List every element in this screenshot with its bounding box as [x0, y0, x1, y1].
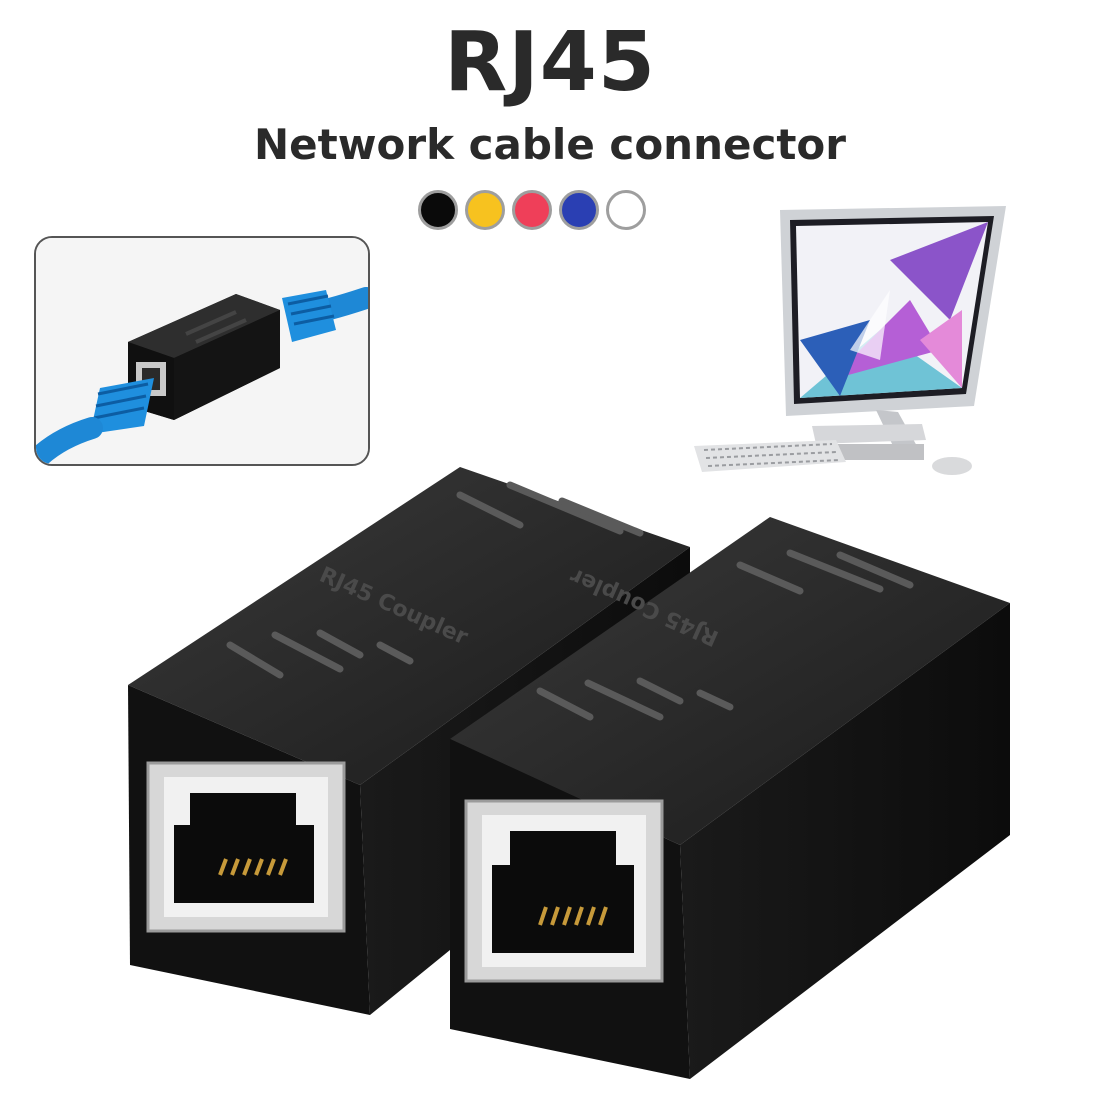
color-swatches: [418, 190, 646, 230]
swatch-yellow[interactable]: [465, 190, 505, 230]
swatch-black[interactable]: [418, 190, 458, 230]
swatch-blue[interactable]: [559, 190, 599, 230]
product-title: RJ45: [444, 15, 656, 110]
cable-coupler-inset: [34, 236, 370, 466]
desktop-computer-icon: [694, 206, 1006, 475]
product-subtitle: Network cable connector: [253, 120, 847, 169]
swatch-white[interactable]: [606, 190, 646, 230]
cable-coupler-photo-icon: [36, 238, 368, 464]
swatch-red[interactable]: [512, 190, 552, 230]
right-coupler: RJ45 Coupler: [450, 517, 1010, 1079]
rj45-coupler-product-icon: RJ45 Coupler RJ45 Coupler: [128, 467, 1010, 1079]
